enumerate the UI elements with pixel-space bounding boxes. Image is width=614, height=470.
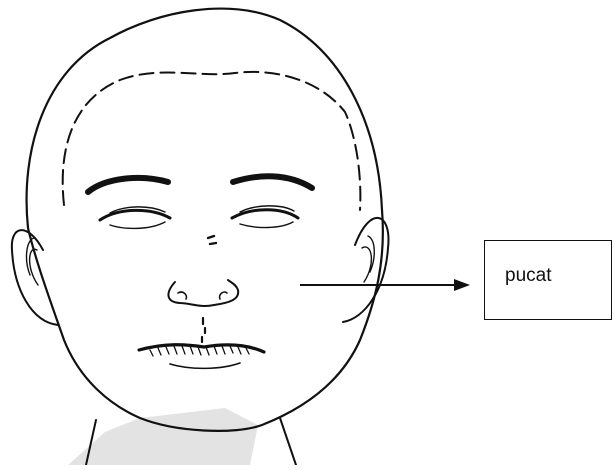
right-eyebrow	[233, 176, 312, 188]
pointer-arrowhead	[454, 279, 470, 291]
annotation-box: pucat	[484, 240, 612, 320]
nostril-right	[220, 292, 227, 299]
lower-lip	[170, 363, 240, 368]
hairline	[63, 72, 361, 210]
neck-right	[280, 418, 296, 465]
left-eye-upper	[100, 210, 170, 220]
annotation-label: pucat	[505, 265, 551, 287]
neck-shadow	[68, 408, 258, 465]
right-ear	[343, 218, 388, 322]
right-eye-lower	[240, 222, 293, 228]
nostril-left	[178, 292, 186, 299]
philtrum	[202, 318, 205, 342]
left-eye-lower	[110, 222, 165, 228]
left-eyebrow	[88, 178, 168, 192]
head-outline	[27, 9, 383, 431]
left-ear	[12, 230, 58, 325]
nose-bridge-mark	[208, 236, 216, 244]
right-ear-inner	[362, 236, 374, 282]
